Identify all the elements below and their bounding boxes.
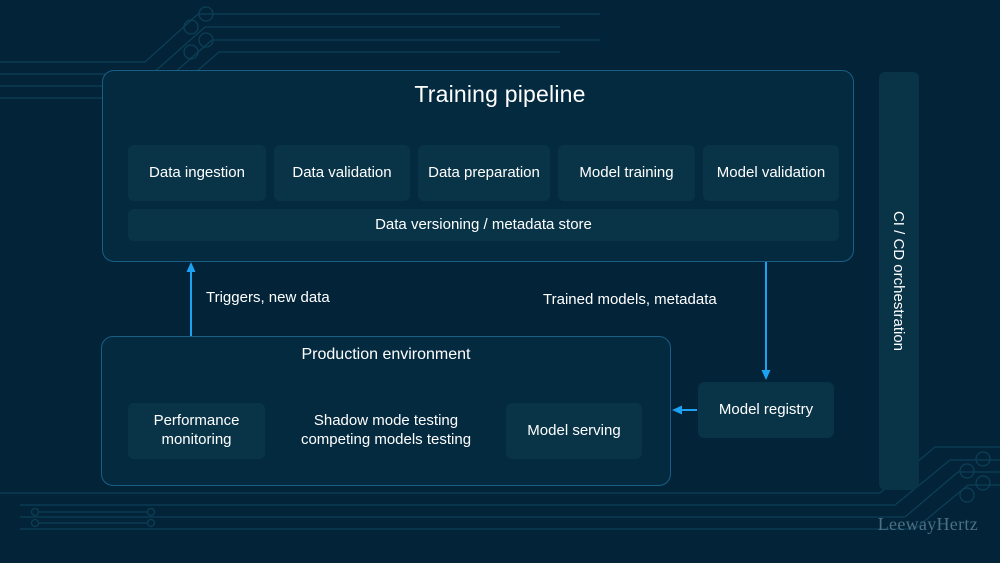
connector-registry-to-serving [672,405,697,415]
step-box-model-training[interactable]: Model training [558,145,695,201]
step-box-data-preparation[interactable]: Data preparation [418,145,550,201]
connector-triggers [186,262,196,336]
step-box-model-validation[interactable]: Model validation [703,145,839,201]
connector-label-triggers: Triggers, new data [206,289,330,306]
training-pipeline-title: Training pipeline [414,81,586,107]
step-box-data-validation[interactable]: Data validation [274,145,410,201]
connector-trained-models [761,262,771,380]
step-box-model-serving[interactable]: Model serving [506,403,642,459]
cicd-orchestration-bar[interactable] [879,72,919,490]
production-environment-title: Production environment [301,346,471,363]
step-box-performance-monitoring[interactable]: Performance monitoring [128,403,265,459]
model-registry-box[interactable]: Model registry [698,382,834,438]
data-versioning-metadata-store-bar[interactable]: Data versioning / metadata store [128,209,839,241]
watermark-leewayhertz: LeewayHertz [877,514,978,534]
connector-label-trained-models: Trained models, metadata [543,291,717,308]
step-label-shadow-mode-testing: Shadow mode testing competing models tes… [300,412,472,448]
step-box-data-ingestion[interactable]: Data ingestion [128,145,266,201]
cicd-orchestration-label: CI / CD orchestration [890,210,908,352]
